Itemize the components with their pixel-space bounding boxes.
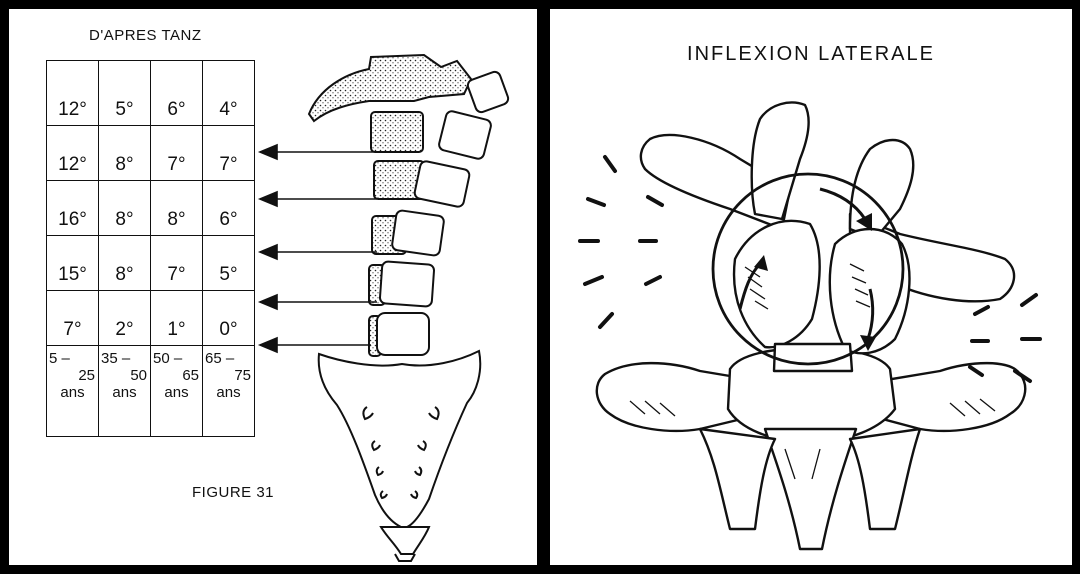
motion-lines-left — [580, 157, 662, 327]
vertebra-drawing — [597, 103, 1025, 549]
vertebral-column — [309, 55, 510, 561]
level-arrows — [260, 145, 377, 352]
left-panel: D'APRES TANZ 12° 5° 6° 4° 12° 8° 7° 7° 1… — [9, 9, 537, 565]
right-panel: INFLEXION LATERALE — [550, 9, 1072, 565]
spine-illustration — [9, 9, 537, 565]
lateral-inflexion-illustration — [550, 9, 1072, 565]
